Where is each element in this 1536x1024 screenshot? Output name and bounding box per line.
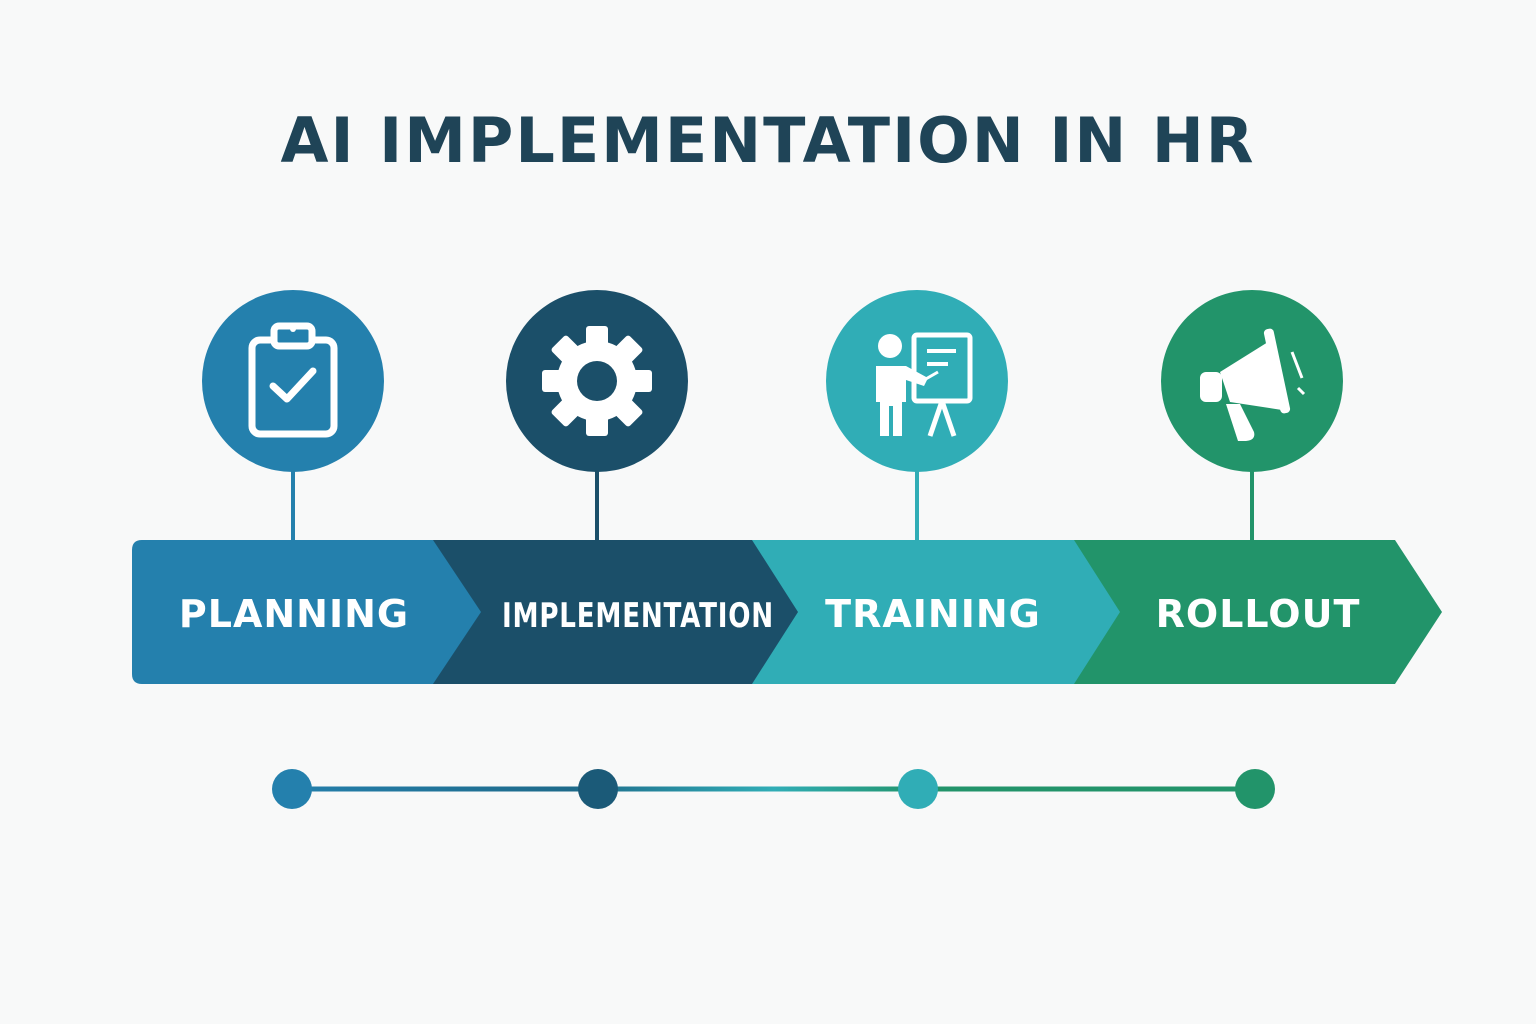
timeline-dot-training bbox=[898, 769, 938, 809]
stage-segment-planning bbox=[132, 540, 481, 684]
stage-icon-rollout bbox=[1161, 290, 1343, 542]
gear-icon bbox=[542, 326, 652, 436]
stage-label-implementation: IMPLEMENTATION bbox=[502, 596, 774, 636]
icon-circle bbox=[202, 290, 384, 472]
stage-icon-planning bbox=[202, 290, 384, 542]
stage-band: PLANNING IMPLEMENTATION TRAINING ROLLOUT bbox=[132, 540, 1442, 684]
stage-segment-implementation bbox=[433, 540, 798, 684]
stage-label-planning: PLANNING bbox=[179, 592, 409, 636]
stage-segment-training bbox=[752, 540, 1120, 684]
page-title: AI IMPLEMENTATION IN HR bbox=[280, 104, 1256, 177]
timeline-dot-rollout bbox=[1235, 769, 1275, 809]
stage-segment-rollout bbox=[1072, 540, 1442, 684]
timeline-dot-planning bbox=[272, 769, 312, 809]
stage-icon-training bbox=[826, 290, 1008, 542]
timeline bbox=[272, 769, 1275, 809]
stage-icon-implementation bbox=[506, 290, 688, 542]
stage-label-rollout: ROLLOUT bbox=[1156, 592, 1361, 636]
stage-label-training: TRAINING bbox=[825, 592, 1041, 636]
presenter-whiteboard-icon bbox=[872, 332, 973, 437]
megaphone-icon bbox=[1200, 328, 1306, 441]
timeline-dot-implementation bbox=[578, 769, 618, 809]
clipboard-check-icon bbox=[248, 322, 338, 438]
